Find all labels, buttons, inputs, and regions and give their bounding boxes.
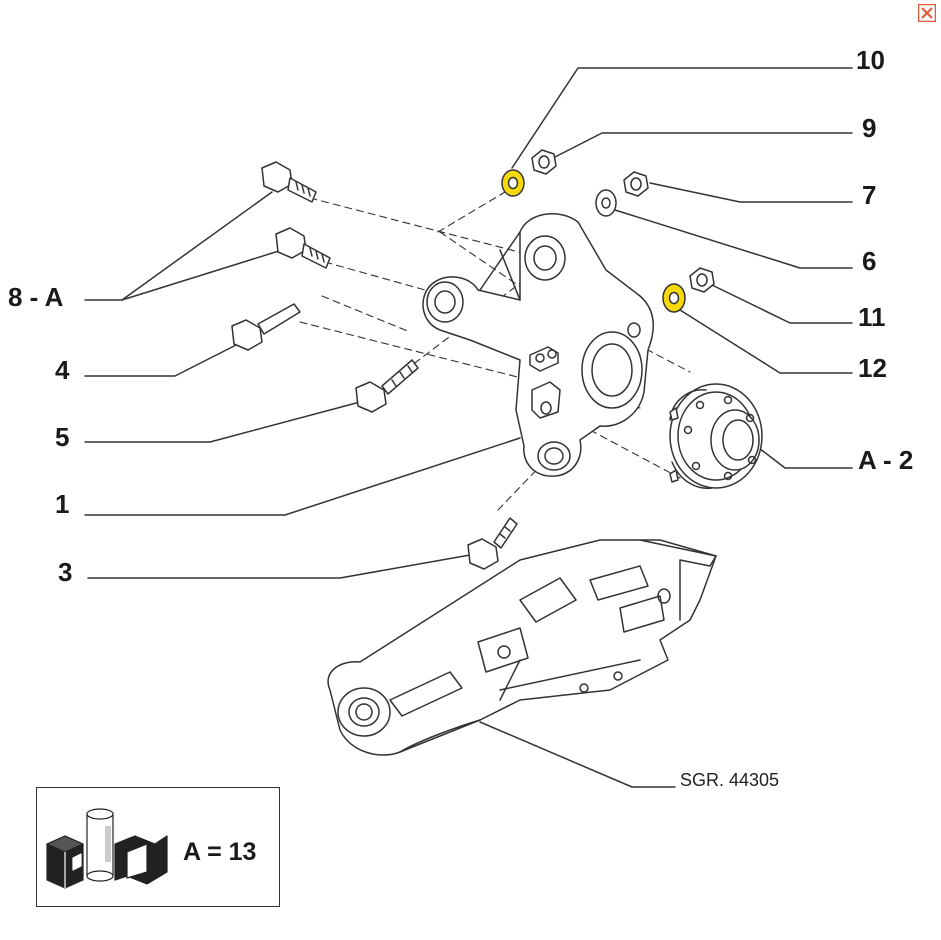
lubricant-legend: A = 13	[36, 787, 280, 907]
legend-label: A = 13	[183, 838, 257, 866]
bolt-8-upper	[261, 161, 317, 203]
wheel-hub-a2	[669, 383, 763, 490]
nut-11	[689, 267, 715, 293]
callout-1: 1	[55, 489, 70, 519]
callout-8a: 8 - A	[8, 282, 64, 312]
callout-12: 12	[858, 353, 887, 383]
washer-12	[662, 283, 686, 313]
callout-11: 11	[858, 302, 886, 332]
washer-10	[501, 169, 525, 197]
callout-7: 7	[862, 180, 877, 210]
callout-4: 4	[55, 355, 70, 385]
callout-6: 6	[862, 246, 877, 276]
washer-6	[595, 189, 617, 217]
nut-9	[531, 149, 557, 175]
fiat-lubricant-can-icon	[46, 808, 168, 889]
callout-3: 3	[58, 557, 73, 587]
bolt-8-lower	[275, 227, 331, 269]
callout-5: 5	[55, 422, 70, 452]
nut-7	[623, 171, 649, 197]
callout-a2: A - 2	[858, 445, 914, 475]
callout-10: 10	[856, 45, 885, 75]
hub-carrier-1	[422, 213, 654, 477]
leader-lines	[84, 67, 853, 788]
suspension-arm	[327, 539, 717, 756]
bolt-3	[467, 517, 518, 570]
bolt-4	[231, 303, 301, 351]
bolt-5	[355, 359, 419, 413]
drawing-reference: SGR. 44305	[680, 770, 780, 790]
close-icon[interactable]	[918, 4, 936, 22]
callout-9: 9	[862, 113, 877, 143]
